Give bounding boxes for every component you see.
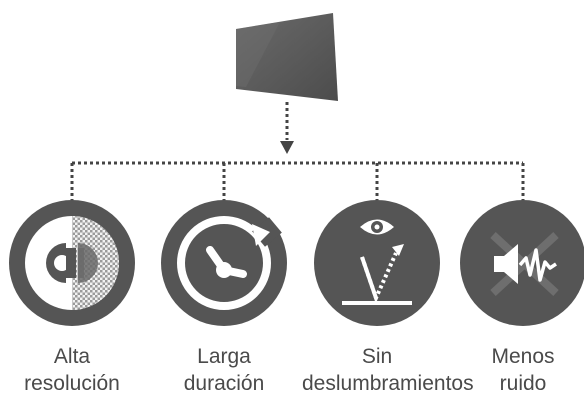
feature-label-line1: Menos xyxy=(491,345,555,368)
down-arrow-icon xyxy=(280,141,294,154)
feature-label-line2: resolución xyxy=(24,372,120,395)
feature-label-line1: Alta xyxy=(53,345,91,368)
anti-glare-eye-icon xyxy=(314,200,440,326)
monitor-panel-icon xyxy=(236,13,338,101)
feature-label-low-noise: Menos ruido xyxy=(448,343,584,397)
feature-label-high-resolution: Alta resolución xyxy=(0,343,147,397)
long-life-clock-icon xyxy=(161,200,287,326)
feature-label-line2: deslumbramientos xyxy=(302,372,474,395)
low-noise-speaker-icon xyxy=(460,200,584,326)
high-resolution-icon xyxy=(9,200,135,326)
feature-label-line1: Larga xyxy=(197,345,251,368)
feature-label-long-life: Larga duración xyxy=(149,343,299,397)
feature-label-line2: ruido xyxy=(499,372,547,395)
feature-label-line2: duración xyxy=(183,372,265,395)
feature-label-anti-glare: Sin deslumbramientos xyxy=(302,343,474,397)
feature-label-line1: Sin xyxy=(361,345,393,368)
connector-lines xyxy=(70,102,525,208)
